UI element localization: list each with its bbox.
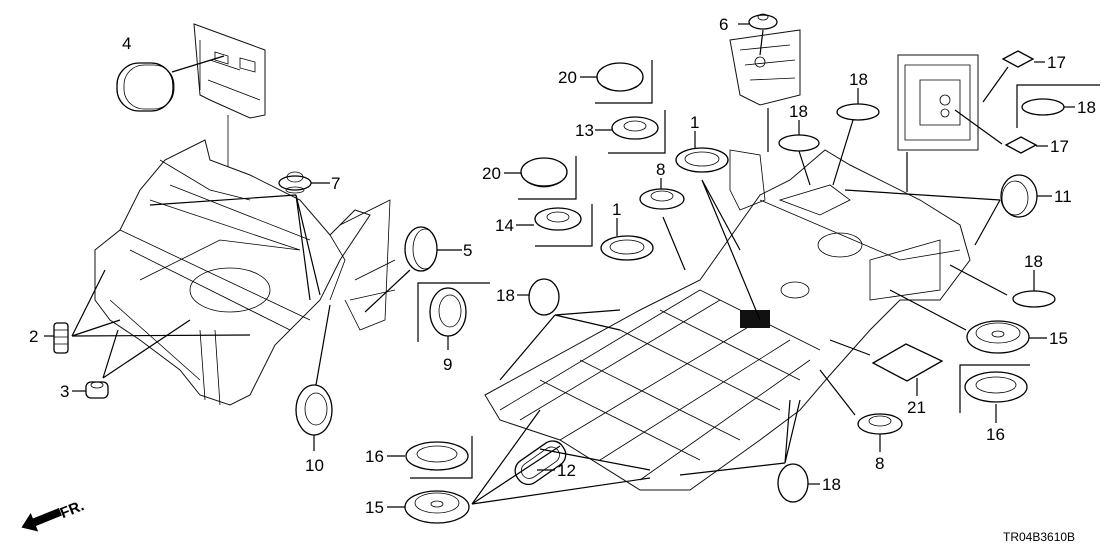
part-flange-grommet-14[interactable]: [516, 204, 593, 247]
part-cap-plug-11[interactable]: [844, 174, 1052, 246]
part-diamond-sheet-21[interactable]: [829, 339, 944, 396]
callout-labels: 4 7 2 3 5 9 10 6 20 13 20 14 1 8 1 18 18…: [29, 15, 1096, 517]
part-flange-plug-16b[interactable]: [387, 436, 473, 479]
floor-assembly: [484, 29, 979, 491]
callout-label: 8: [875, 454, 884, 473]
callout-label: 13: [575, 121, 594, 140]
part-bumper-grommet[interactable]: [44, 269, 251, 354]
callout-label: 2: [29, 327, 38, 346]
callout-label: 17: [1050, 137, 1069, 156]
part-dome-plug-20b[interactable]: [504, 156, 577, 200]
callout-label: 18: [789, 102, 808, 121]
part-clip-grommet-7[interactable]: [149, 171, 330, 301]
callout-label: 18: [496, 286, 515, 305]
callout-label: 18: [822, 475, 841, 494]
part-plug-grommet[interactable]: [72, 319, 191, 399]
front-body-assembly: [94, 23, 396, 406]
callout-label: 18: [849, 70, 868, 89]
front-label: FR.: [58, 497, 87, 522]
part-oval-seal-18d[interactable]: [1016, 84, 1100, 128]
callout-label: 1: [690, 113, 699, 132]
part-ribbed-plug-15b[interactable]: [387, 409, 651, 524]
callout-label: 8: [656, 160, 665, 179]
part-slot-grommet-12[interactable]: [510, 436, 651, 489]
callout-label: 10: [305, 456, 324, 475]
part-square-pad-17b[interactable]: [954, 109, 1048, 154]
callout-label: 20: [558, 68, 577, 87]
callout-label: 12: [557, 461, 576, 480]
callout-label: 5: [463, 241, 472, 260]
part-square-pad-17a[interactable]: [982, 50, 1045, 103]
part-step-plug-8a[interactable]: [639, 178, 686, 271]
part-ribbed-plug-15a[interactable]: [889, 289, 1047, 354]
callout-label: 4: [122, 34, 131, 53]
part-ring-seal-1b[interactable]: [600, 218, 654, 261]
part-oval-grommet[interactable]: [116, 55, 225, 112]
callout-label: 17: [1047, 53, 1066, 72]
callout-label: 15: [1049, 329, 1068, 348]
part-oval-seal-18e[interactable]: [949, 264, 1056, 308]
part-ring-grommet-10[interactable]: [295, 304, 333, 451]
front-direction-indicator: FR.: [21, 497, 87, 532]
part-flange-plug-16a[interactable]: [959, 364, 1030, 423]
callout-label: 15: [365, 498, 384, 517]
callout-label: 18: [1077, 98, 1096, 117]
callout-label: 3: [60, 382, 69, 401]
part-oval-seal-18f[interactable]: [679, 399, 820, 503]
callout-label: 14: [495, 216, 514, 235]
part-step-plug-8b[interactable]: [819, 369, 903, 452]
callout-label: 16: [986, 425, 1005, 444]
front-arrow-icon: [21, 508, 62, 532]
callout-label: 18: [1024, 252, 1043, 271]
part-clip-grommet-6[interactable]: [738, 13, 778, 56]
callout-label: 16: [365, 447, 384, 466]
callout-label: 11: [1054, 187, 1072, 206]
part-ring-seal-1a[interactable]: [675, 131, 761, 321]
part-dome-plug-20a[interactable]: [580, 60, 653, 104]
part-oval-seal-18a[interactable]: [499, 278, 621, 381]
callout-label: 21: [907, 398, 926, 417]
part-ring-grommet-9[interactable]: [417, 282, 490, 350]
diagram-code: TR04B3610B: [1003, 530, 1075, 544]
callout-label: 20: [482, 164, 501, 183]
callout-label: 7: [331, 174, 340, 193]
part-cap-plug-5[interactable]: [364, 226, 462, 313]
callout-label: 6: [719, 15, 728, 34]
part-oval-seal-18c[interactable]: [832, 88, 880, 186]
part-oval-seal-18b[interactable]: [778, 120, 820, 186]
callout-label: 9: [443, 355, 452, 374]
callout-label: 1: [612, 200, 621, 219]
part-flange-grommet-13[interactable]: [595, 110, 666, 154]
